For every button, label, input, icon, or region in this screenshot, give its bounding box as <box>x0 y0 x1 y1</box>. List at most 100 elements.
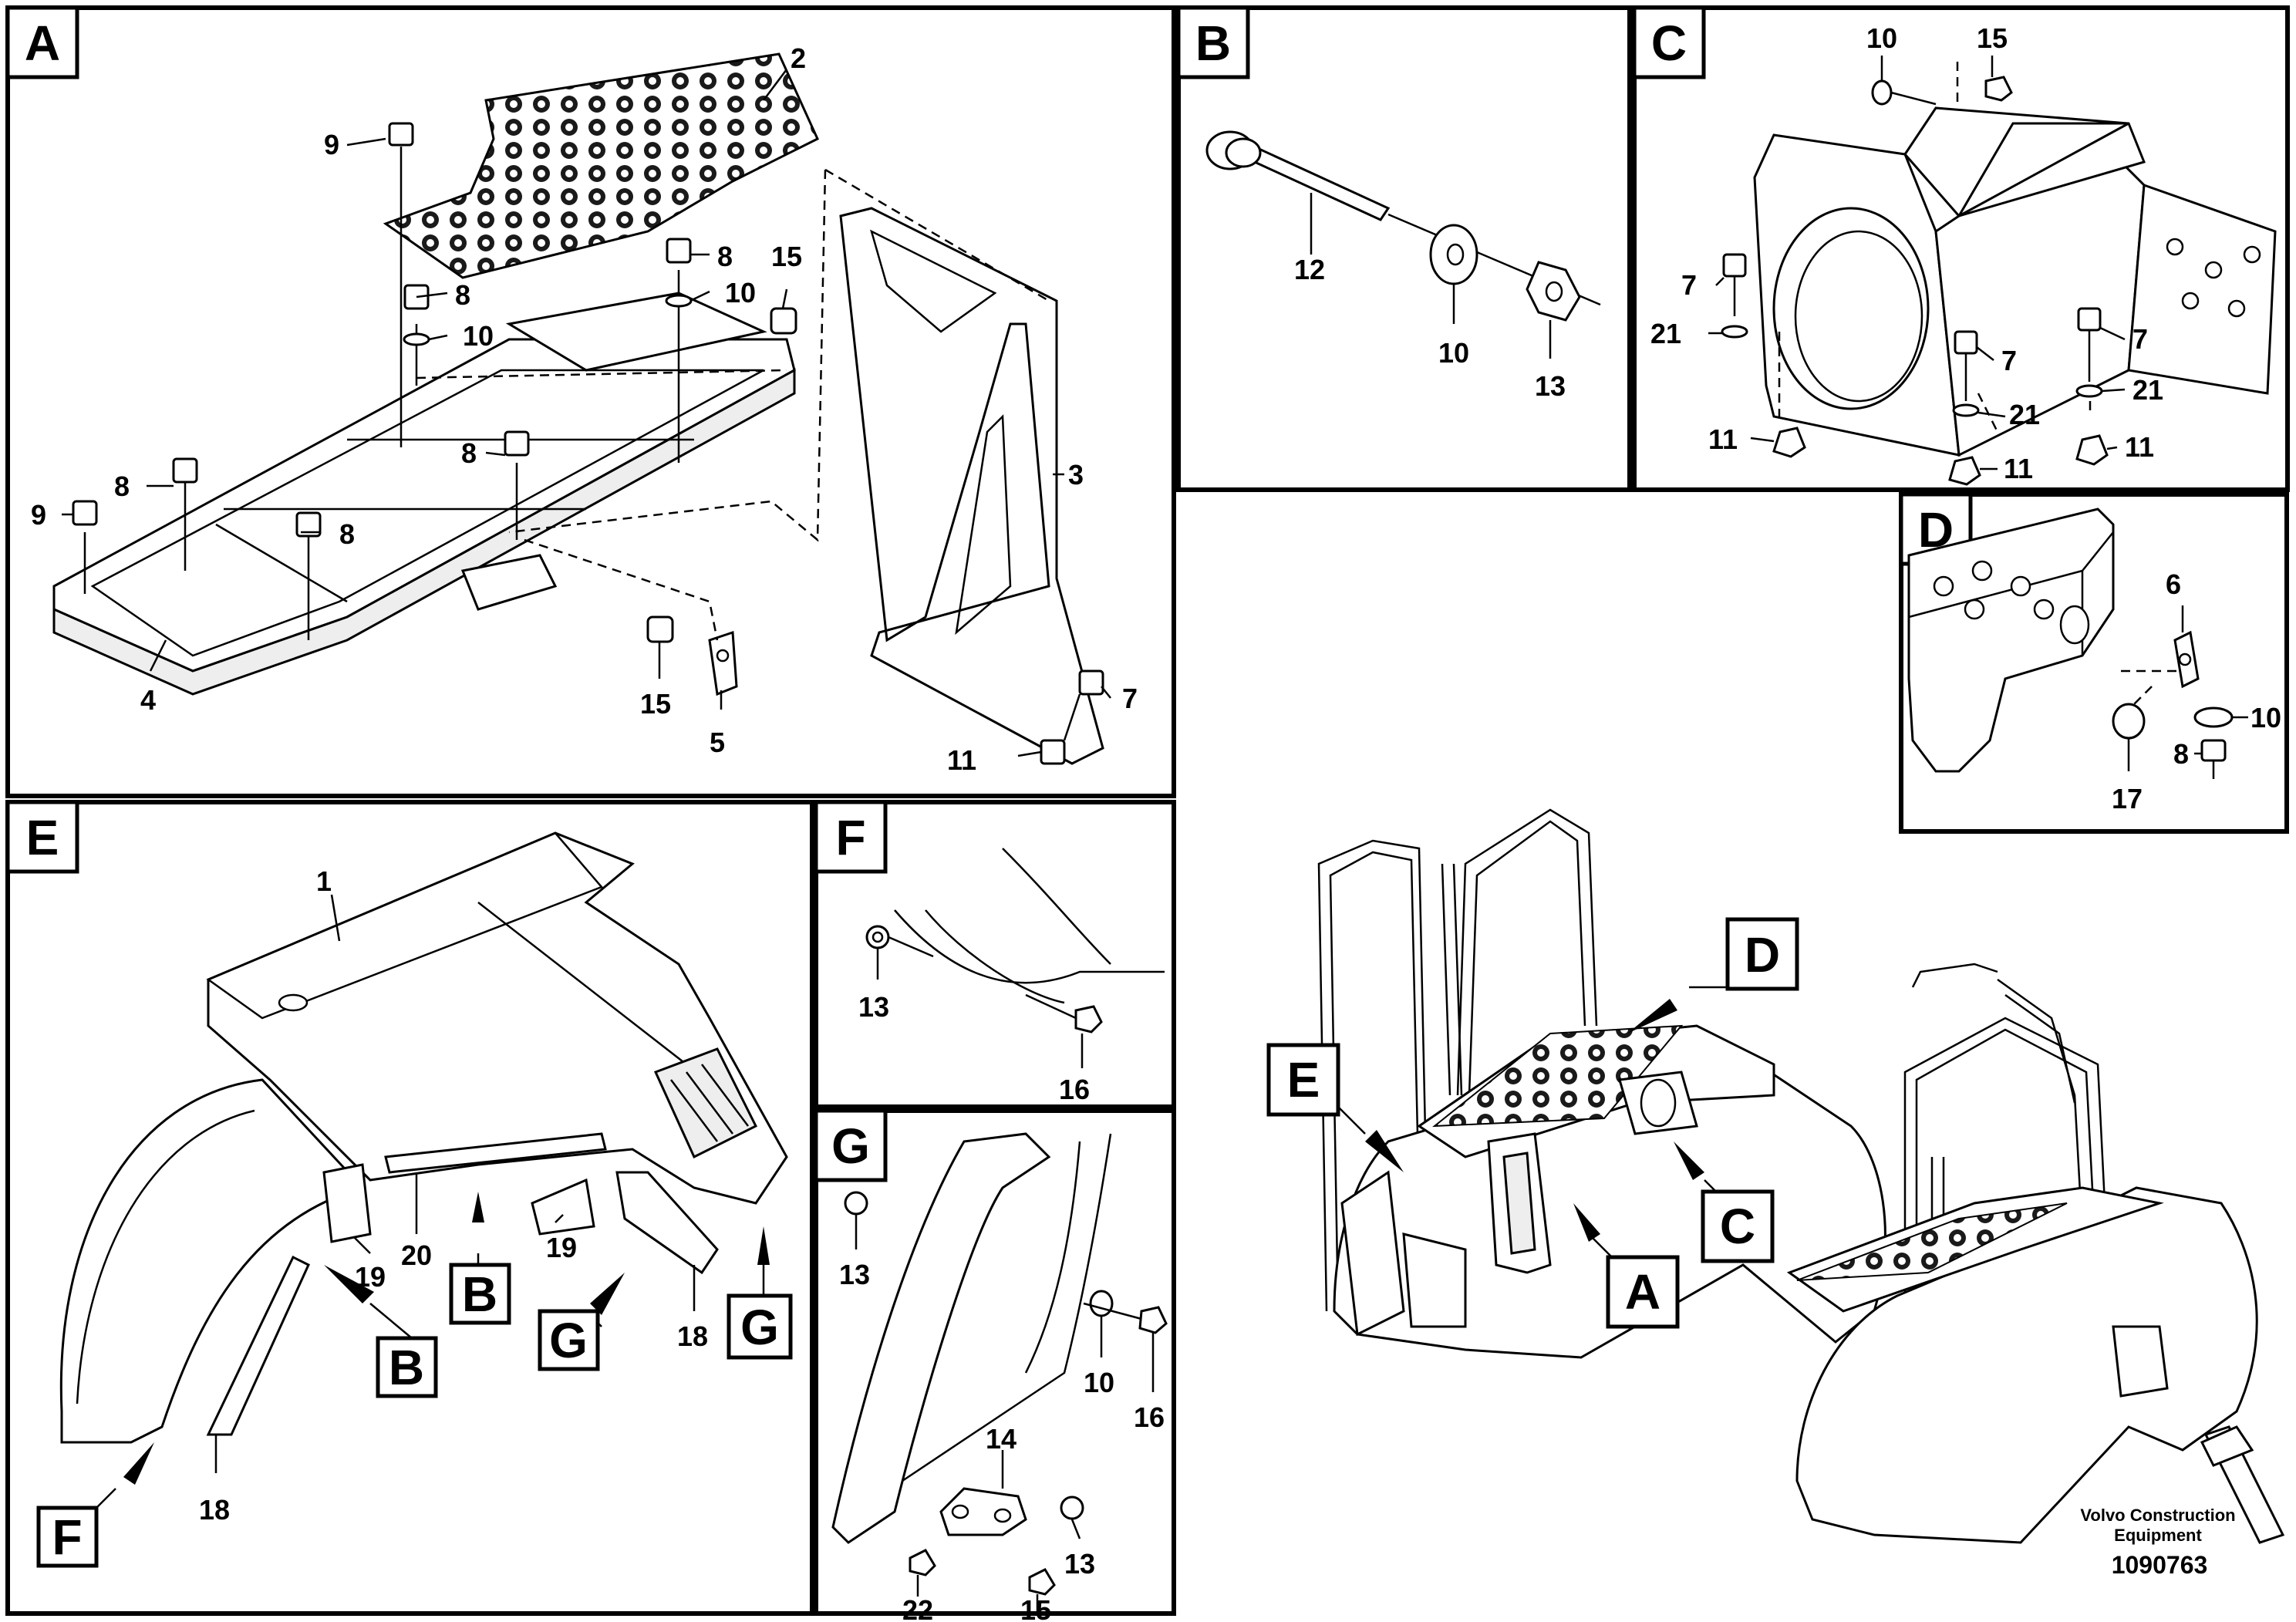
label-g-15: 15 <box>1020 1594 1051 1622</box>
label-c-7-mid: 7 <box>2001 345 2017 376</box>
label-g-10: 10 <box>1084 1367 1114 1398</box>
panel-b-tag: B <box>1176 5 1250 79</box>
label-a-8-center: 8 <box>461 437 477 469</box>
label-d-6: 6 <box>2166 568 2181 600</box>
callout-overview-e: E <box>1266 1043 1404 1172</box>
svg-text:C: C <box>1651 15 1687 71</box>
label-a-7: 7 <box>1122 683 1138 714</box>
label-e-1: 1 <box>316 865 332 897</box>
svg-text:A: A <box>25 15 60 71</box>
panel-f-drawing: 13 16 <box>858 848 1165 1105</box>
label-e-19-mid: 19 <box>546 1232 577 1263</box>
callout-e-b-center: B <box>449 1192 511 1325</box>
brand-line-1: Volvo Construction <box>2080 1506 2235 1525</box>
overview-right-fender <box>1795 1186 2258 1544</box>
label-g-22: 22 <box>902 1594 933 1622</box>
small-bracket <box>708 630 738 696</box>
svg-text:B: B <box>389 1340 424 1395</box>
label-g-14: 14 <box>986 1423 1017 1455</box>
label-c-21-left: 21 <box>1650 318 1681 349</box>
platform-corner <box>1907 508 2115 773</box>
svg-text:E: E <box>26 810 59 865</box>
label-c-11-mid: 11 <box>2004 453 2033 484</box>
label-c-7-left: 7 <box>1681 269 1697 301</box>
label-a-15-bottom: 15 <box>640 688 671 720</box>
label-b-13: 13 <box>1535 370 1566 402</box>
panel-c-drawing: 10 15 7 21 7 7 21 21 11 11 11 <box>1650 22 2277 486</box>
panel-b-drawing: 12 10 13 <box>1205 130 1601 402</box>
label-e-20: 20 <box>401 1239 432 1271</box>
label-c-15: 15 <box>1977 22 2008 54</box>
label-c-21-right: 21 <box>2132 374 2163 406</box>
overview-grating-right <box>1796 1202 2068 1281</box>
callout-overview-c: C <box>1674 1141 1775 1263</box>
plate-18-left <box>206 1255 310 1436</box>
label-b-10: 10 <box>1438 337 1469 369</box>
label-a-9-top: 9 <box>324 129 339 160</box>
panel-d-drawing: 6 10 8 17 <box>1907 508 2281 814</box>
svg-text:G: G <box>549 1313 588 1368</box>
label-c-7-right: 7 <box>2132 323 2148 355</box>
fender-top <box>207 831 788 1205</box>
label-e-18-right: 18 <box>677 1320 708 1352</box>
panel-e-tag: E <box>5 800 79 874</box>
callout-e-b-left: B <box>324 1265 438 1398</box>
label-d-8: 8 <box>2173 738 2189 770</box>
label-a-9-left: 9 <box>31 499 46 531</box>
svg-text:F: F <box>835 810 865 865</box>
plate-19-mid <box>531 1178 595 1236</box>
callout-e-g: G <box>727 1226 793 1360</box>
grating-edge <box>2127 183 2277 395</box>
label-c-10: 10 <box>1866 22 1897 54</box>
svg-text:B: B <box>1195 15 1231 71</box>
callout-e-f: F <box>36 1442 154 1568</box>
drawing-number: 1090763 <box>2112 1551 2208 1579</box>
overview-drawing: D E C A <box>1266 808 2285 1544</box>
plate-18-right <box>615 1171 719 1275</box>
support-bracket <box>839 207 1104 765</box>
label-a-3: 3 <box>1068 459 1084 491</box>
label-a-2: 2 <box>791 42 806 74</box>
fender-shell <box>59 1078 365 1444</box>
strip-20 <box>384 1132 607 1174</box>
callout-e-b-right: G <box>538 1273 625 1371</box>
panel-a-tag: A <box>5 5 79 79</box>
overview-grating-left <box>1431 1024 1684 1128</box>
grating-plate <box>383 52 819 279</box>
label-g-16: 16 <box>1134 1401 1165 1433</box>
label-a-8-far-left: 8 <box>114 470 130 502</box>
svg-text:A: A <box>1625 1264 1660 1320</box>
label-g-13-right: 13 <box>1064 1548 1095 1580</box>
panel-g-drawing: 13 14 13 10 16 22 15 <box>831 1132 1168 1622</box>
label-a-10-left: 10 <box>463 320 494 352</box>
panel-e-drawing: 1 20 19 19 18 18 B B G F <box>36 831 793 1568</box>
callout-overview-a: A <box>1573 1203 1680 1329</box>
label-f-13: 13 <box>858 991 889 1023</box>
label-a-5: 5 <box>710 727 725 758</box>
label-d-17: 17 <box>2112 783 2143 814</box>
svg-text:F: F <box>52 1509 82 1565</box>
label-a-10-mid: 10 <box>725 277 756 309</box>
label-a-8-lower: 8 <box>339 518 355 550</box>
svg-text:B: B <box>462 1266 497 1322</box>
label-d-10: 10 <box>2250 702 2281 733</box>
label-c-11-right: 11 <box>2125 431 2154 463</box>
label-f-16: 16 <box>1059 1074 1090 1105</box>
plate-19-left <box>322 1163 372 1243</box>
svg-text:G: G <box>831 1118 870 1174</box>
label-g-13-top: 13 <box>839 1259 870 1290</box>
label-a-8-mid: 8 <box>717 241 733 272</box>
g-bracket-14 <box>939 1487 1027 1536</box>
svg-text:C: C <box>1720 1199 1755 1254</box>
label-b-12: 12 <box>1294 254 1325 285</box>
label-a-8-left: 8 <box>455 279 470 311</box>
brand-block: Volvo Construction Equipment 1090763 <box>2080 1506 2235 1579</box>
callout-overview-d: D <box>1627 917 1799 1034</box>
label-e-18-left: 18 <box>199 1494 230 1526</box>
panel-a-drawing: 2 9 8 8 15 10 10 8 3 8 9 8 4 15 5 7 11 <box>31 42 1138 776</box>
label-a-11: 11 <box>947 744 976 776</box>
label-a-4: 4 <box>140 684 156 716</box>
label-c-21-mid: 21 <box>2009 399 2040 430</box>
svg-text:D: D <box>1745 927 1780 983</box>
